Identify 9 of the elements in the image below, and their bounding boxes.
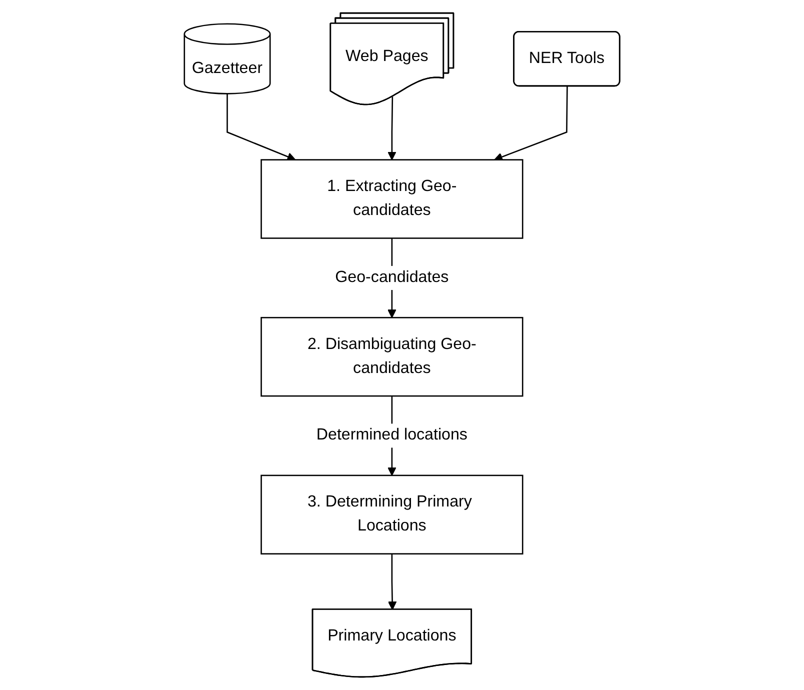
node-box: 2. Disambiguating Geo-candidates: [260, 316, 524, 397]
arrow: [494, 86, 568, 162]
arrow: [226, 94, 296, 161]
node-box: 3. Determining Primary Locations: [260, 474, 524, 554]
arrow: [388, 96, 396, 160]
edge-label: Determined locations: [316, 426, 468, 444]
node-box: 1. Extracting Geo-candidates: [260, 159, 524, 239]
arrow: [388, 554, 397, 610]
edge-label: Geo-candidates: [335, 268, 449, 286]
